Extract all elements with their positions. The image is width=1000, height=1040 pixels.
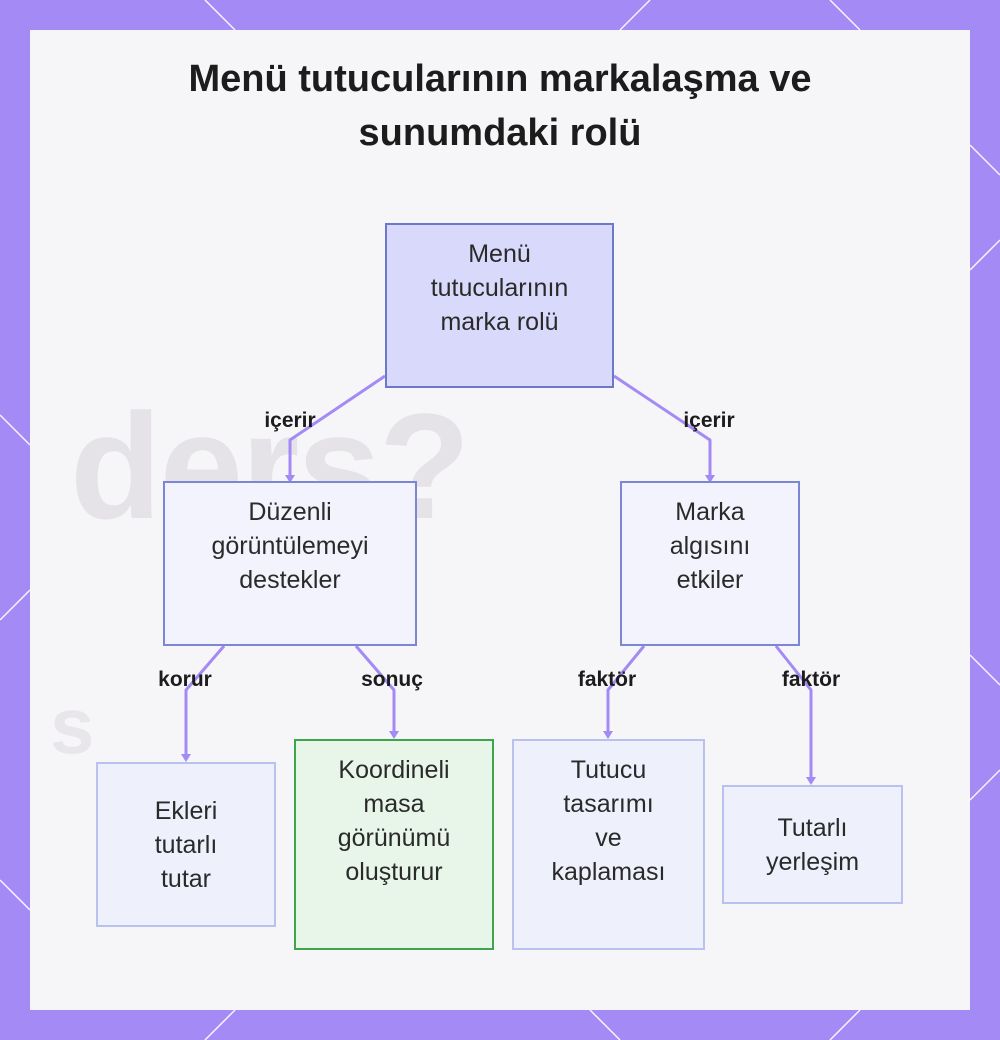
edge-root-right <box>613 374 712 481</box>
node-affects-perception: Marka algısını etkiler <box>620 481 800 646</box>
arrowhead-leaf-a <box>181 754 191 762</box>
node-coordinated-look: Koordineli masa görünümü oluşturur <box>294 739 494 950</box>
node-root: Menü tutucularının marka rolü <box>385 223 614 388</box>
edge-label-right-c: faktör <box>577 668 637 691</box>
edge-label-root-right: içerir <box>683 409 735 432</box>
node-supports-display: Düzenli görüntülemeyi destekler <box>163 481 417 646</box>
node-consistent-placement: Tutarlı yerleşim <box>722 785 903 904</box>
arrowhead-leaf-c <box>603 731 613 739</box>
edge-label-root-left: içerir <box>264 409 316 432</box>
arrowhead-left-node <box>285 475 295 483</box>
edge-right-c <box>606 645 646 737</box>
edge-label-right-d: faktör <box>781 668 841 691</box>
diagram-title: Menü tutucularının markalaşma ve sunumda… <box>188 58 812 154</box>
arrowhead-leaf-b <box>389 731 399 739</box>
background-blur-glyph: s <box>50 681 95 770</box>
edge-right-d <box>774 645 813 783</box>
node-keeps-inserts: Ekleri tutarlı tutar <box>96 762 276 927</box>
edge-label-left-a: korur <box>158 668 212 691</box>
edge-label-left-b: sonuç <box>361 668 423 691</box>
arrowhead-right-node <box>705 475 715 483</box>
edge-root-left <box>288 374 386 481</box>
arrowhead-leaf-d <box>806 777 816 785</box>
edge-left-a <box>184 645 226 760</box>
node-holder-design: Tutucu tasarımı ve kaplaması <box>512 739 705 950</box>
edge-left-b <box>354 645 396 737</box>
